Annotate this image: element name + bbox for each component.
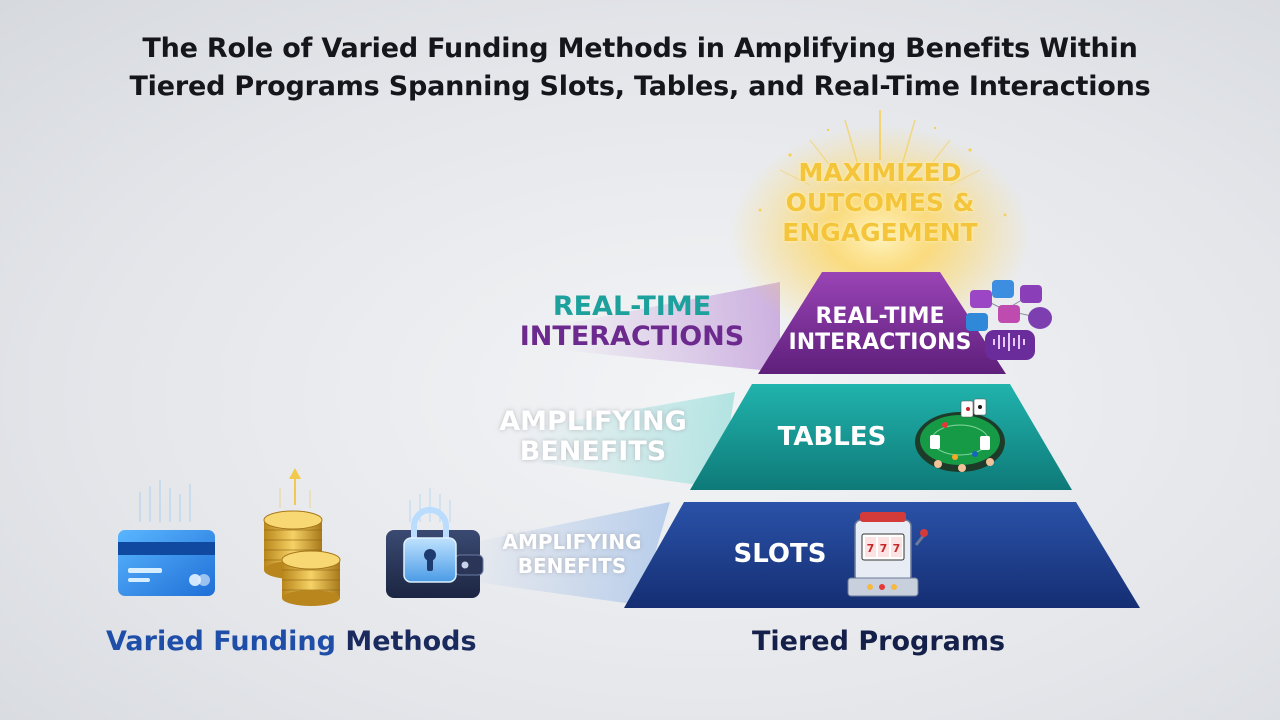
page-title: The Role of Varied Funding Methods in Am…	[0, 30, 1280, 106]
apex-label: MAXIMIZED OUTCOMES & ENGAGEMENT	[760, 158, 1000, 248]
apex-label-line-2: OUTCOMES &	[785, 188, 975, 217]
svg-text:7: 7	[893, 542, 901, 555]
apex-label-line-3: ENGAGEMENT	[782, 218, 978, 247]
tier-tables-label: TABLES	[777, 422, 887, 452]
svg-text:7: 7	[867, 542, 875, 555]
tier-realtime-interactions	[758, 272, 1006, 374]
side-label-realtime-line-1: REAL-TIME	[552, 291, 712, 322]
funding-caption-part-2: Methods	[335, 626, 477, 657]
realtime-beam	[560, 282, 780, 372]
title-line-2: Tiered Programs Spanning Slots, Tables, …	[129, 71, 1151, 102]
title-line-1: The Role of Varied Funding Methods in Am…	[142, 33, 1138, 64]
side-label-realtime-line-2: INTERACTIONS	[519, 321, 745, 352]
tier-realtime-label: REAL-TIME INTERACTIONS	[770, 304, 990, 356]
slot-machine-icon: 7 7 7	[847, 512, 928, 597]
funding-caption: Varied Funding Methods	[106, 626, 477, 657]
slots-beam	[460, 502, 670, 605]
apex-label-line-1: MAXIMIZED	[798, 158, 962, 187]
side-label-slots: AMPLIFYING BENEFITS	[490, 530, 654, 578]
side-label-slots-line-2: BENEFITS	[517, 554, 627, 578]
svg-text:7: 7	[880, 542, 888, 555]
credit-card-icon	[118, 480, 215, 596]
side-label-realtime: REAL-TIME INTERACTIONS	[512, 292, 752, 352]
tiered-caption: Tiered Programs	[752, 626, 1006, 657]
side-label-tables-line-2: BENEFITS	[519, 436, 667, 467]
card-table-icon	[915, 398, 1005, 472]
gold-coins-icon	[263, 468, 341, 606]
side-label-tables: AMPLIFYING BENEFITS	[488, 407, 698, 467]
tier-realtime-label-line-2: INTERACTIONS	[788, 330, 972, 355]
tables-beam	[520, 392, 735, 488]
side-label-slots-line-1: AMPLIFYING	[502, 530, 642, 554]
funding-caption-part-1: Varied Funding	[106, 626, 336, 657]
tier-realtime-label-line-1: REAL-TIME	[815, 304, 945, 329]
tier-slots-label: SLOTS	[733, 539, 827, 569]
side-label-tables-line-1: AMPLIFYING	[499, 406, 687, 437]
apex-glow	[730, 110, 1030, 345]
chat-bubbles-icon	[966, 280, 1052, 360]
locked-wallet-icon	[386, 488, 484, 598]
